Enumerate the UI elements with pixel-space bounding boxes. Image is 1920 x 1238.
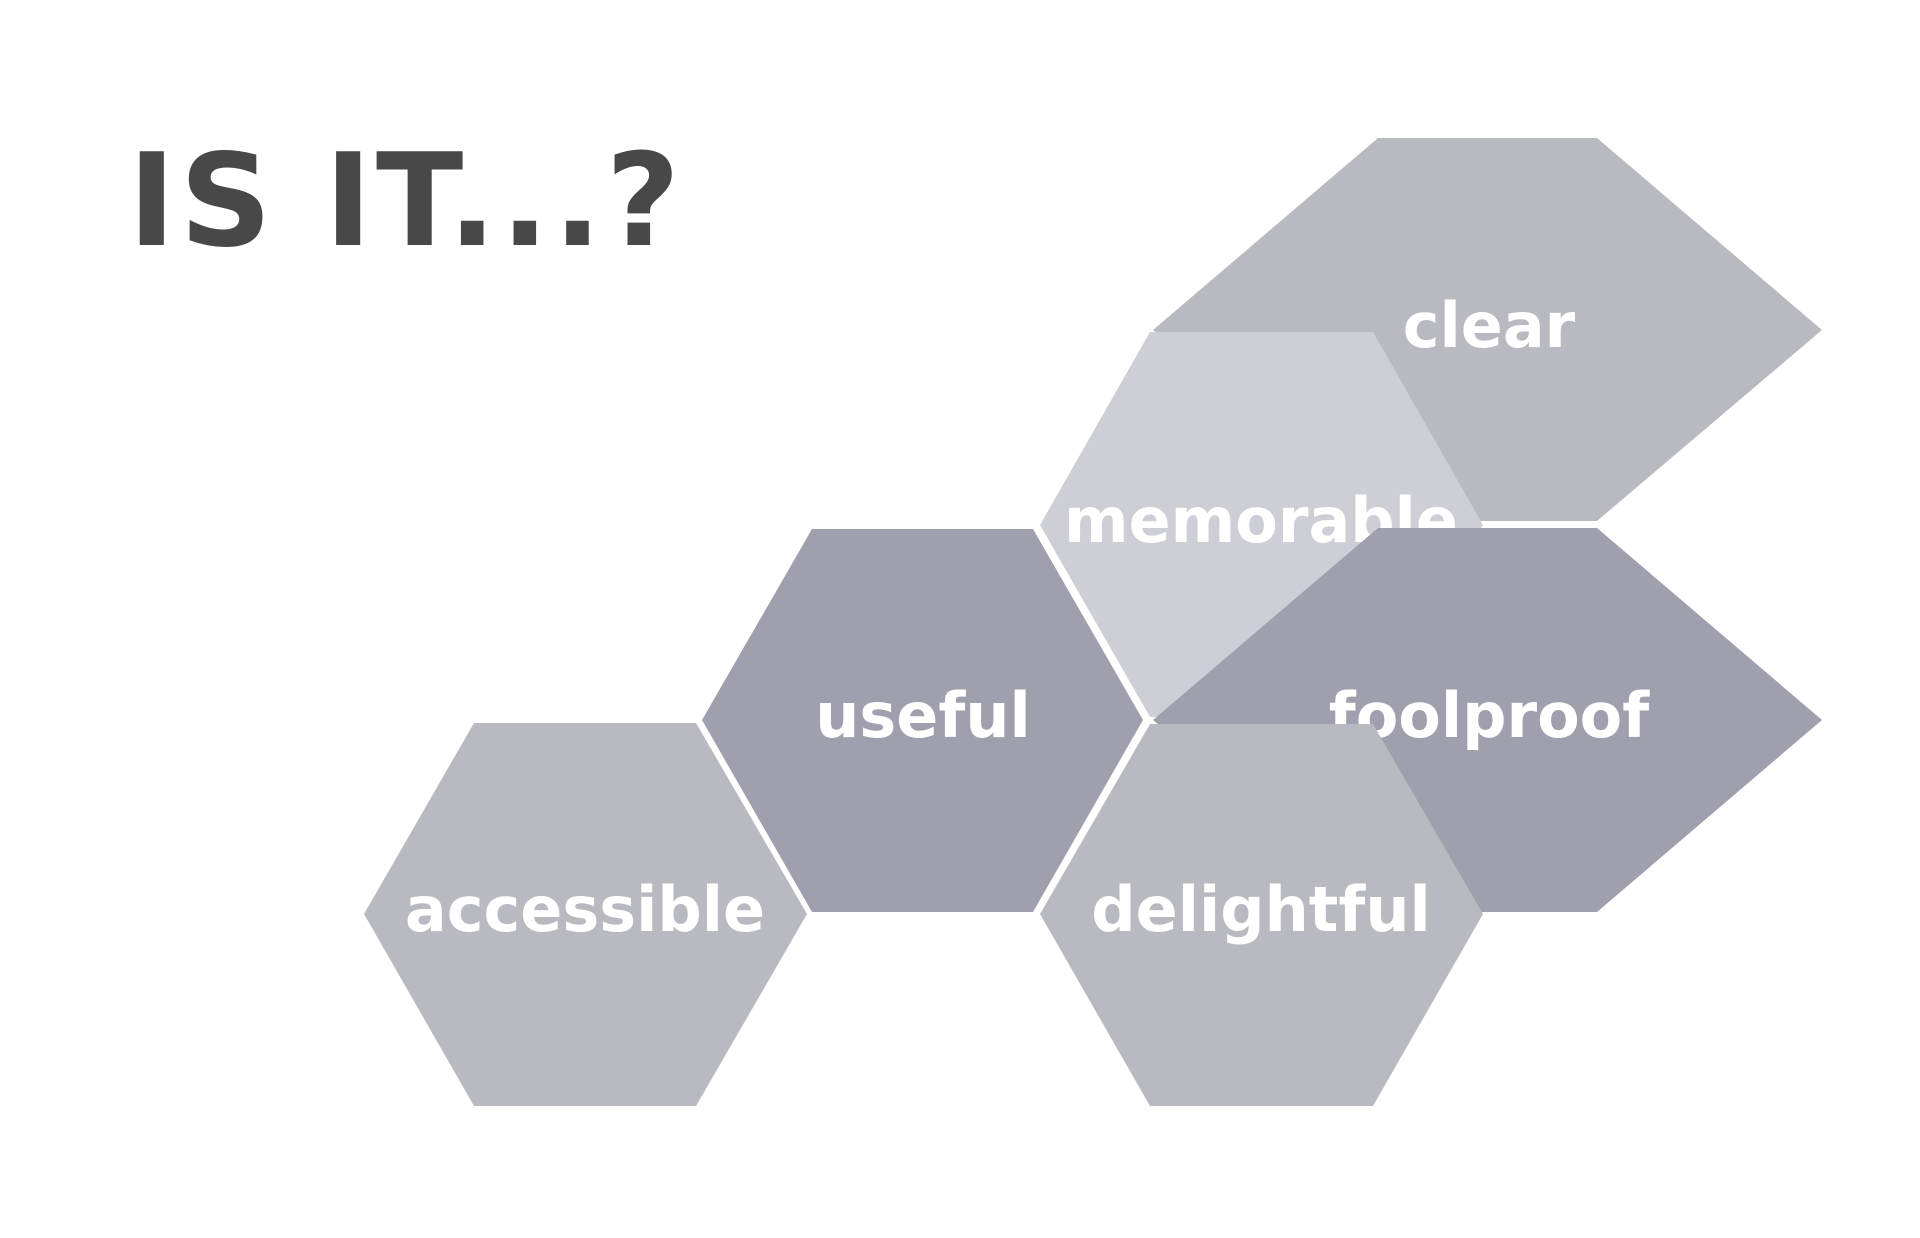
- hexagon-delightful: delightful: [1040, 724, 1483, 1106]
- slide-title: IS IT...?: [128, 127, 684, 276]
- hexagon-accessible-label: accessible: [405, 873, 765, 946]
- hexagon-delightful-label: delightful: [1091, 873, 1430, 946]
- hexagon-useful: useful: [702, 529, 1143, 912]
- hexagon-accessible-shape: [364, 723, 807, 1106]
- hexagon-clear-label: clear: [1403, 289, 1576, 362]
- hexagon-accessible: accessible: [364, 723, 807, 1106]
- hexagon-useful-label: useful: [815, 679, 1030, 752]
- hexagon-foolproof-label: foolproof: [1329, 679, 1651, 752]
- hexagon-useful-shape: [702, 529, 1143, 912]
- hexagon-delightful-shape: [1040, 724, 1483, 1106]
